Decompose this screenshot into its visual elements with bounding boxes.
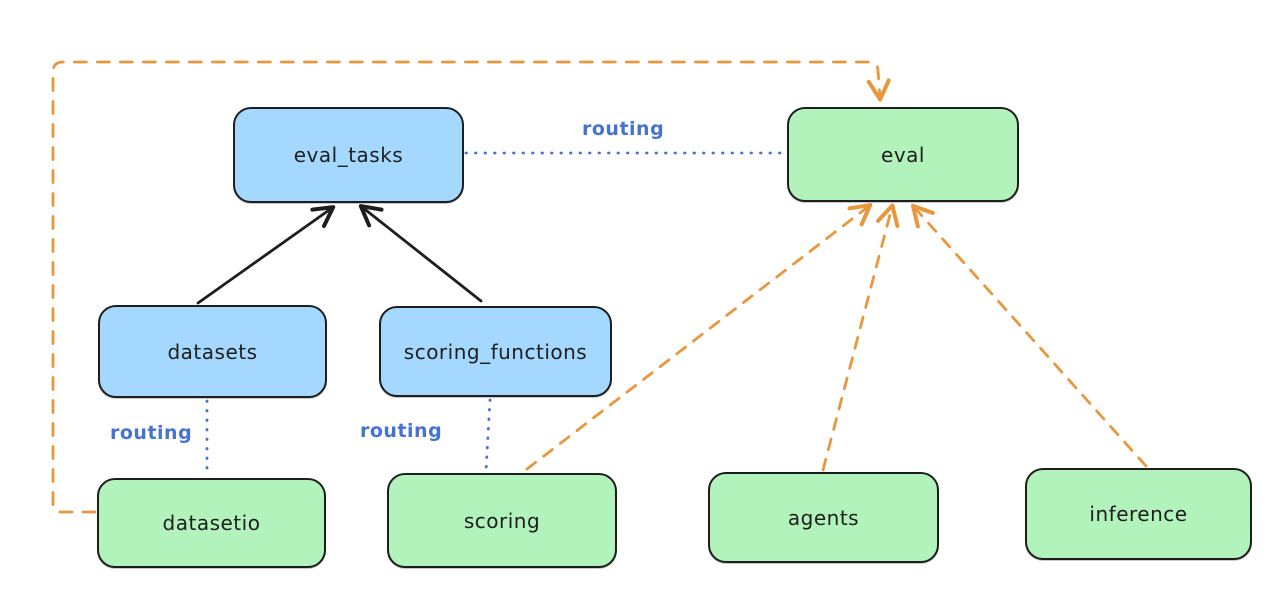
routing-label-eval-tasks-eval: routing (582, 118, 665, 140)
routing-label-scoring-functions-scoring: routing (360, 420, 443, 442)
node-datasetio: datasetio (97, 478, 326, 568)
edge-inference-to-eval (910, 203, 1148, 468)
node-eval-tasks-label: eval_tasks (293, 143, 404, 167)
node-eval-label: eval (881, 142, 925, 167)
edge-agents-to-eval (821, 203, 900, 472)
node-inference: inference (1025, 468, 1252, 560)
node-agents: agents (708, 472, 939, 563)
node-scoring-label: scoring (463, 508, 541, 533)
node-inference-label: inference (1089, 502, 1188, 526)
node-datasets-label: datasets (167, 339, 258, 364)
node-scoring-functions: scoring_functions (379, 306, 612, 397)
node-eval: eval (787, 107, 1019, 202)
edge-datasetio-to-eval-loop (51, 60, 891, 514)
routing-label-datasets-datasetio: routing (110, 422, 193, 444)
edge-datasets-to-eval-tasks (196, 205, 336, 305)
node-datasets: datasets (98, 305, 327, 398)
node-datasetio-label: datasetio (162, 511, 261, 535)
edge-scoring-functions-to-eval-tasks (358, 204, 483, 303)
node-agents-label: agents (787, 505, 860, 530)
edge-scoring-to-eval (525, 203, 873, 471)
edge-scoring-functions-to-scoring-routing (484, 398, 492, 473)
node-scoring-functions-label: scoring_functions (403, 339, 588, 364)
node-eval-tasks: eval_tasks (233, 107, 464, 203)
node-scoring: scoring (387, 473, 617, 568)
